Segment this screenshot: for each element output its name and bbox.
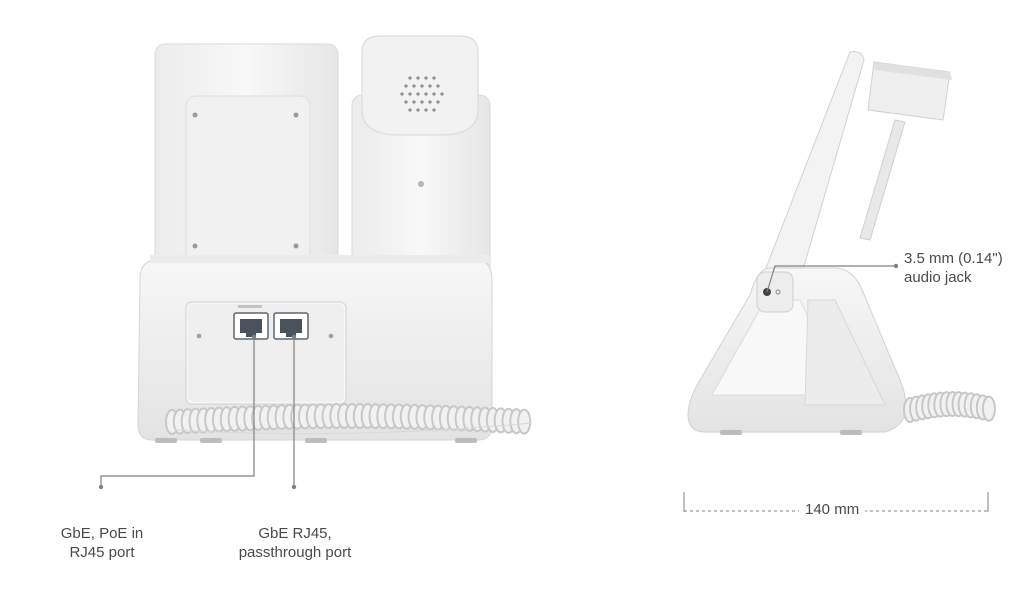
audio-jack-label: 3.5 mm (0.14") audio jack (904, 250, 1003, 286)
display-mount-plate (185, 95, 311, 263)
side-display-panel (764, 51, 865, 294)
poe-port-label: GbE, PoE in RJ45 port (60, 525, 144, 561)
audio-callout-line (766, 265, 896, 293)
poe-callout-line (100, 337, 255, 486)
handset (361, 35, 479, 136)
callout-lines (100, 265, 896, 486)
cord-coil (981, 395, 996, 422)
audio-jack-housing (756, 271, 794, 313)
earpiece-grille-icon (400, 76, 444, 112)
side-view (687, 51, 996, 435)
rear-view (137, 35, 533, 443)
passthrough-port-icon (273, 312, 309, 340)
coiled-cord (165, 403, 532, 435)
passthrough-port-label: GbE RJ45, passthrough port (238, 525, 352, 561)
cord-coil (517, 408, 532, 435)
side-coiled-cord (903, 391, 996, 423)
depth-label: 140 mm (799, 501, 866, 518)
poe-port-icon (233, 312, 269, 340)
